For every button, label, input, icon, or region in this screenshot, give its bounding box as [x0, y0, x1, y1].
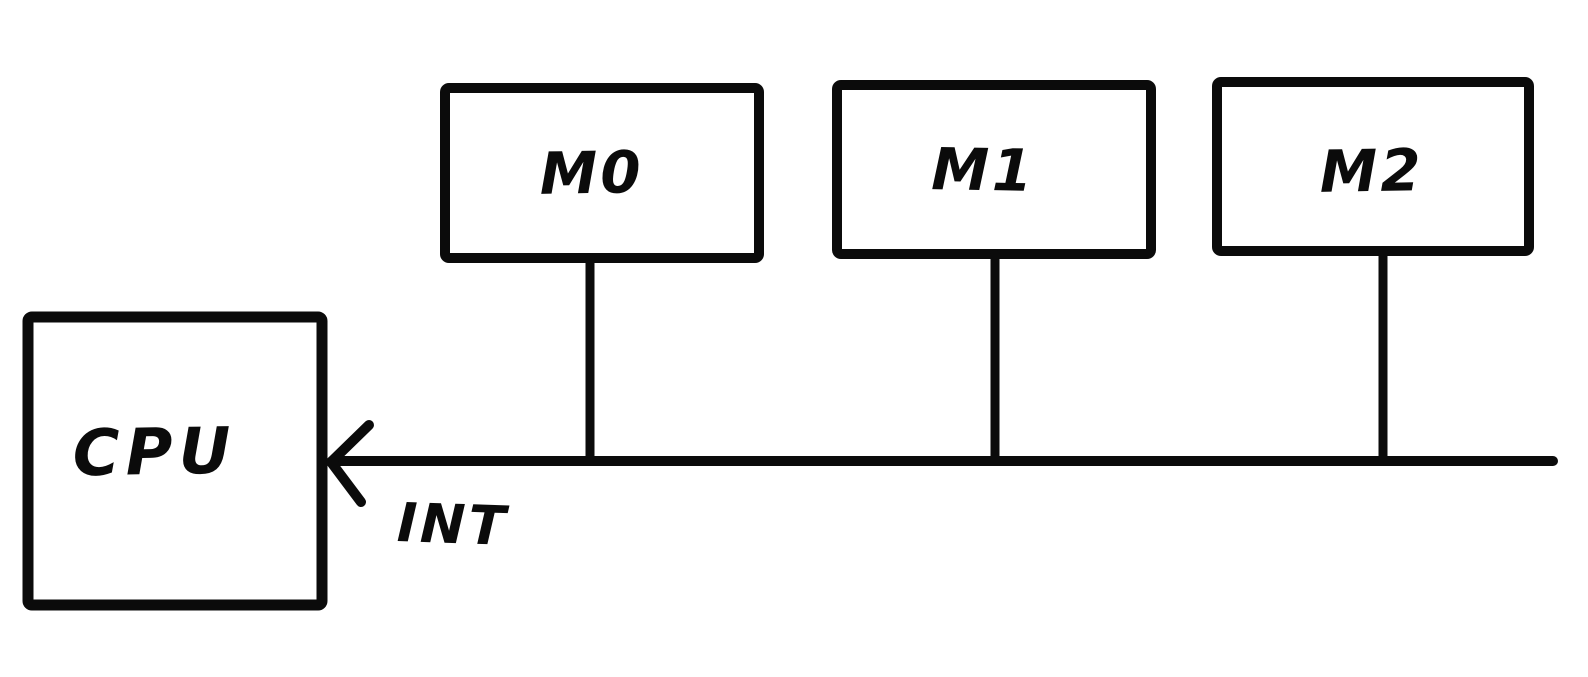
module-block-m2: M2	[1212, 77, 1534, 464]
cpu-label: CPU	[72, 415, 237, 492]
cpu-block: CPU	[22, 311, 328, 611]
cpu-box	[22, 311, 328, 611]
interrupt-label: INT	[396, 491, 510, 558]
module-box-m0	[440, 83, 764, 263]
module-block-m0: M0	[440, 83, 764, 464]
bus-group: INT	[326, 420, 1558, 558]
module-label-m1: M1	[931, 135, 1036, 205]
module-box-m2	[1212, 77, 1534, 256]
module-label-m0: M0	[539, 138, 644, 208]
interrupt-arrowhead-icon	[326, 420, 374, 507]
module-block-m1: M1	[832, 80, 1156, 464]
module-label-m2: M2	[1319, 136, 1424, 206]
